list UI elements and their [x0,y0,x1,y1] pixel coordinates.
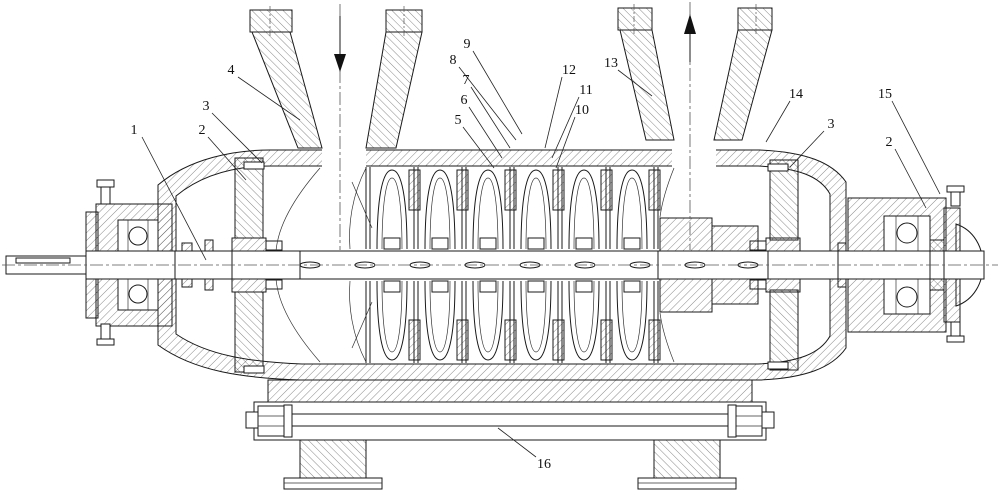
callouts: 1 2 3 4 5 6 7 8 9 10 11 12 13 14 15 3 2 [131,37,941,472]
ball-bearing-left-top [128,226,148,246]
slinger-right-top [837,242,847,252]
discharge-flange-left [617,7,653,31]
tie-rod [245,411,775,429]
callout-16: 16 [537,457,551,472]
discharge-flow-arrow [684,14,696,34]
casing-foot-flange [267,379,753,403]
base-frame [245,379,775,490]
gland-stud-left-bottom [243,365,265,374]
gland-stud-right-top [767,163,789,172]
impeller-stage-2-top [413,166,469,250]
impeller-stage-5-top [557,166,613,250]
ball-bearing-left-bottom [128,284,148,304]
impeller-stage-3-top [461,166,517,250]
callout-15: 15 [878,87,892,102]
callout-2-left: 2 [199,123,206,138]
balance-drum [659,217,759,313]
callout-3-left: 3 [203,99,210,114]
discharge-wall-left [619,29,675,141]
bearing-locknut-bottom [929,278,945,291]
right-bearing-housing [837,185,984,343]
suction-nozzle [249,6,423,149]
suction-wall-right [365,31,423,149]
impeller-stage-3-bottom [461,280,517,364]
callout-1: 1 [131,123,138,138]
ball-bearing-right-top [896,222,918,244]
impeller-stage-5-bottom [557,280,613,364]
impeller-stage-2-bottom [413,280,469,364]
stage-stack [365,166,661,364]
slinger-left-bottom [181,278,193,288]
callout-14: 14 [789,87,803,102]
impeller-stage-1-bottom [365,280,421,364]
flow-passages [275,167,675,363]
suction-flow-arrow [334,54,346,72]
packing-upper-left [231,237,267,252]
ball-bearing-right-bottom [896,286,918,308]
packing-lower-left [231,278,267,293]
flow-arrows [334,14,696,72]
right-end-cover [749,159,801,371]
base-beam [253,401,767,441]
callout-9: 9 [464,37,471,52]
gland-upper-left [265,240,283,251]
suction-flange-left [249,9,293,33]
impeller-stage-4-top [509,166,565,250]
discharge-bore-opening [672,140,716,168]
base-pad-left [283,477,383,490]
impeller-stage-1-top [365,166,421,250]
impeller-stage-6-top [605,166,661,250]
discharge-nozzle [617,4,773,141]
slinger-left-top [181,242,193,252]
callout-6: 6 [461,93,468,108]
callout-8: 8 [450,53,457,68]
callout-12: 12 [562,63,576,78]
gland-stud-right-bottom [767,361,789,370]
left-bearing-housing [85,179,214,346]
callout-4: 4 [228,63,235,78]
left-end-cover [231,157,283,374]
suction-wall-left [251,31,323,149]
discharge-flange-right [737,7,773,31]
gland-lower-left [265,279,283,290]
suction-bore-opening [322,144,366,168]
left-housing-plug-bottom [96,323,115,346]
discharge-wall-right [713,29,773,141]
tie-rod-nut-left [257,404,293,438]
callout-7: 7 [463,73,470,88]
callout-11: 11 [579,83,592,98]
callout-10: 10 [575,103,589,118]
centerlines [2,2,998,266]
base-pad-right [637,477,737,490]
callout-5: 5 [455,113,462,128]
gland-stud-left-top [243,161,265,170]
keyway [15,257,71,264]
packing-lower-right [765,278,801,293]
packing-upper-right [765,237,801,252]
callout-3-right: 3 [828,117,835,132]
tie-rod-nut-right [727,404,763,438]
impeller-stage-4-bottom [509,280,565,364]
bearing-locknut-top [929,239,945,252]
callout-2-right: 2 [886,135,893,150]
right-housing-stud-top [946,185,965,207]
slinger-right-bottom [837,278,847,288]
foot-left [299,439,367,479]
foot-right [653,439,721,479]
impeller-stage-6-bottom [605,280,661,364]
left-housing-stud-top [96,179,115,205]
right-housing-stud-bottom [946,321,965,343]
callout-13: 13 [604,56,618,71]
